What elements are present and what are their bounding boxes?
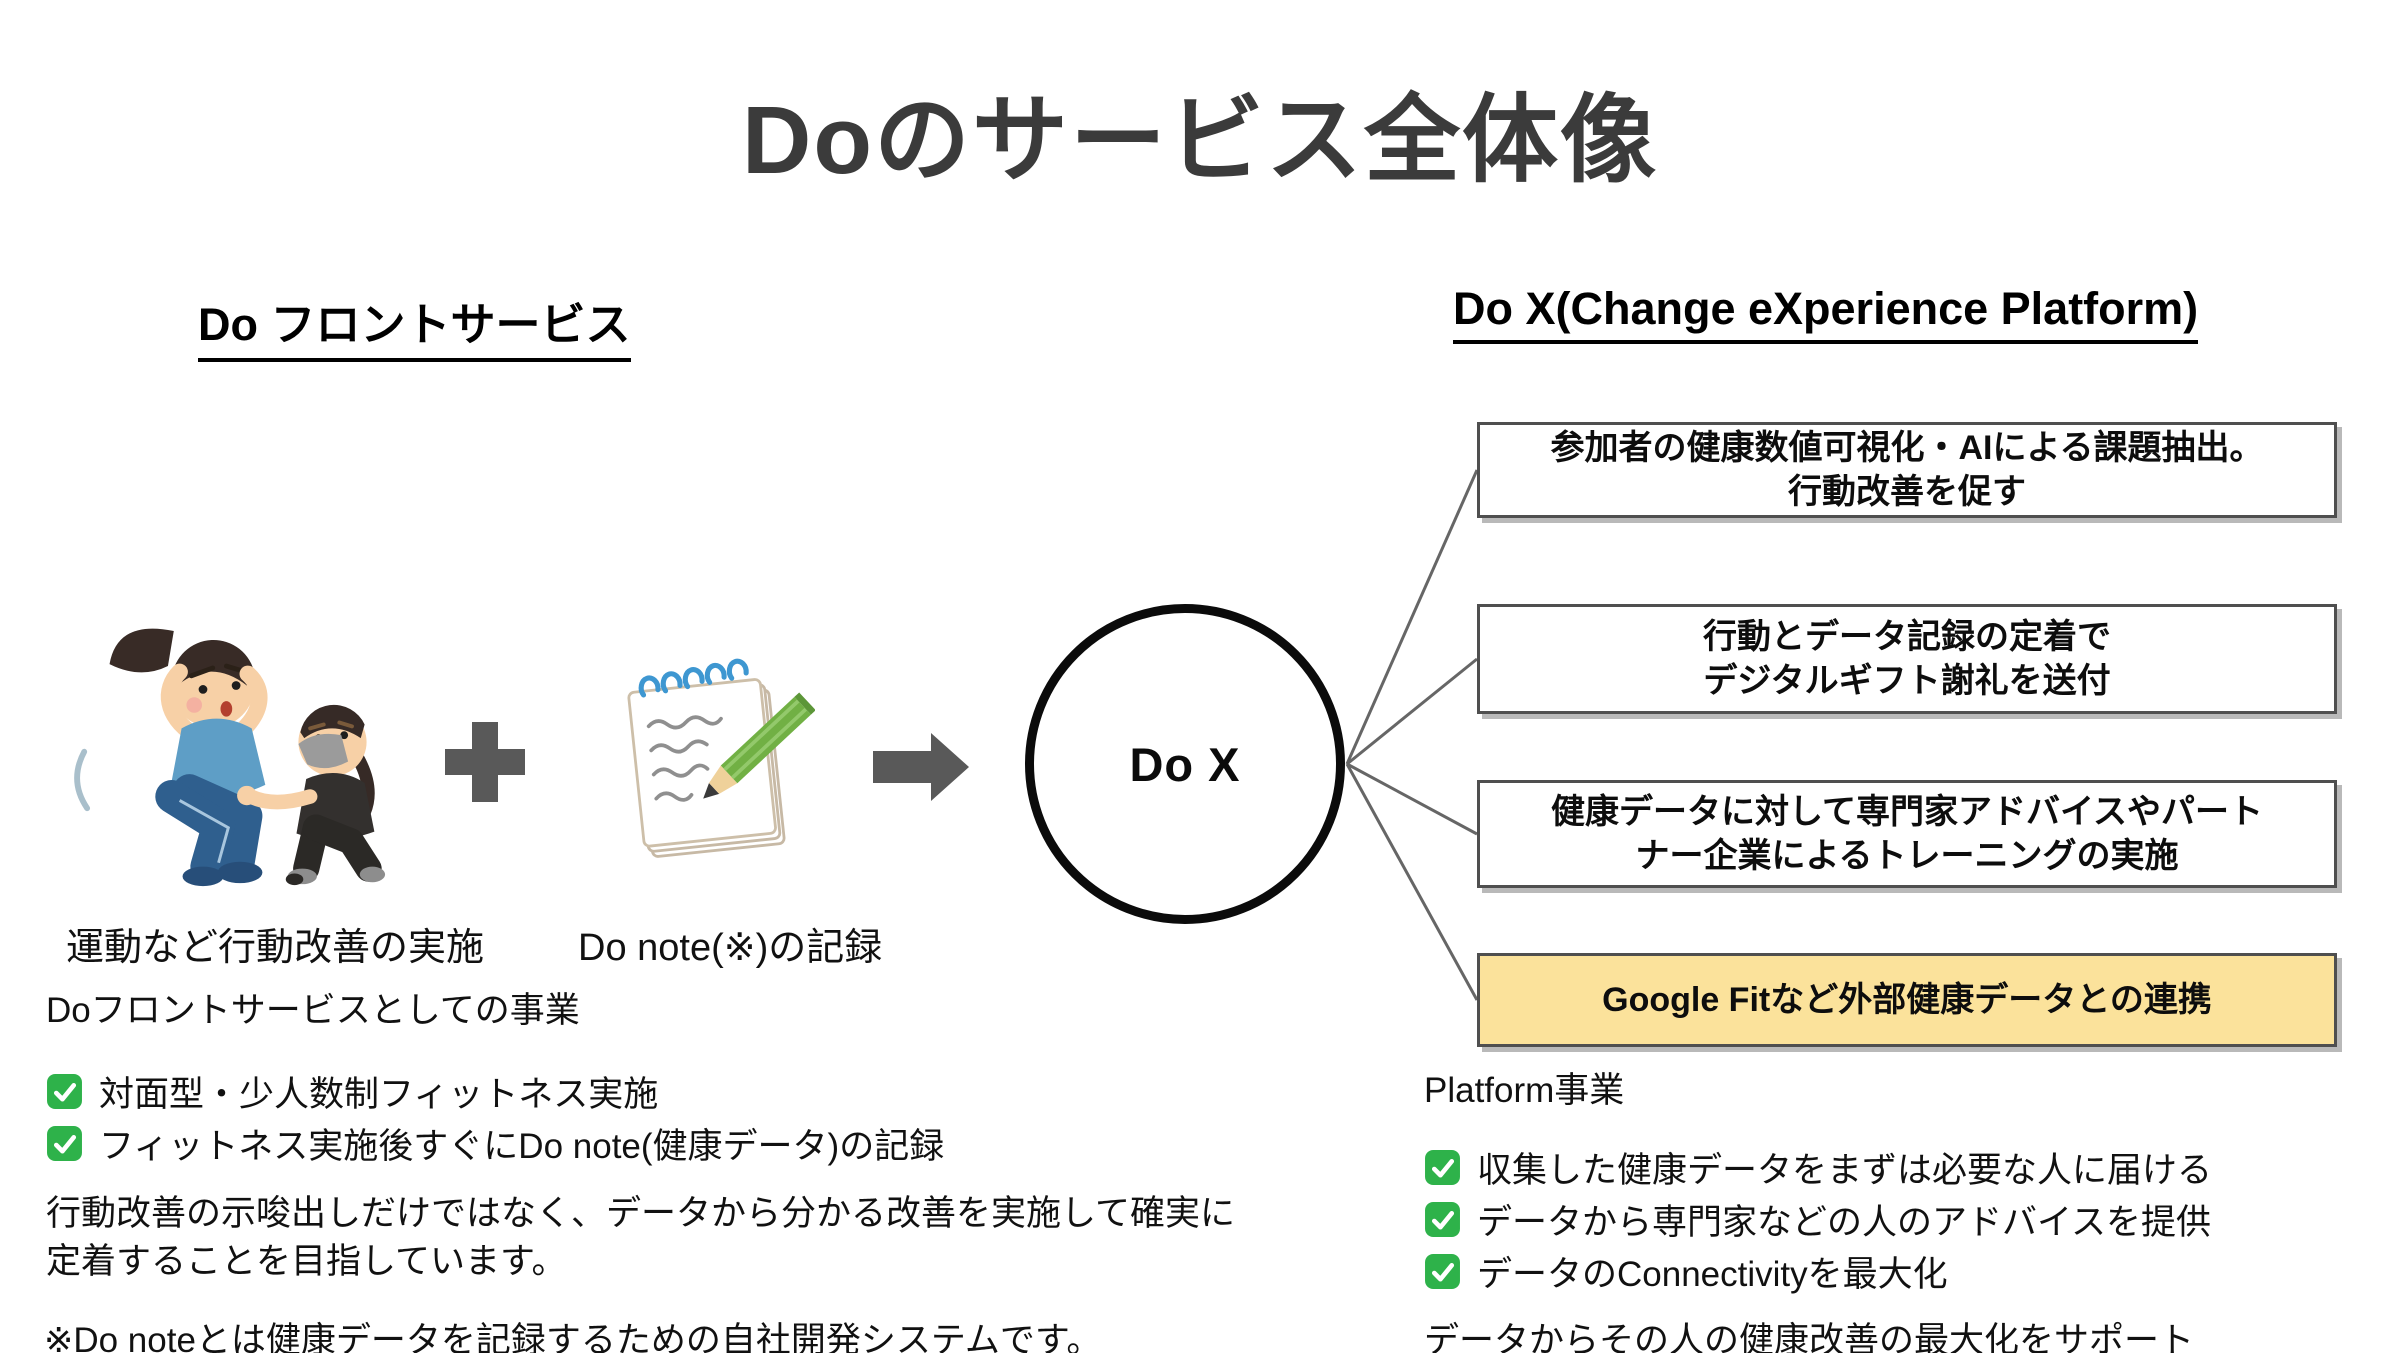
check-icon [47,1073,82,1109]
checklist-item-label: データから専門家などの人のアドバイスを提供 [1477,1202,2211,1242]
do-x-hub-label: Do X [1129,737,1241,791]
plus-icon [445,722,525,802]
do-note-footnote: ※Do noteとは健康データを記録するための自社開発システムです。 [44,1321,1102,1353]
check-icon [1425,1201,1460,1237]
right-column-heading: Do X(Change eXperience Platform) [1453,283,2199,344]
page-title: Doのサービス全体像 [742,87,1658,194]
checklist-item-label: データのConnectivityを最大化 [1477,1254,1948,1294]
do-x-hub-circle: Do X [1025,604,1345,924]
service-box-line: ナー企業によるトレーニングの実施 [1635,837,2179,875]
left-column-heading: Do フロントサービス [198,288,631,362]
checklist-item: フィットネス実施後すぐにDo note(健康データ)の記録 [46,1120,944,1166]
service-box-google-fit: Google Fitなど外部健康データとの連携 [1477,953,2337,1047]
left-paragraph: 行動改善の示唆出しだけではなく、データから分かる改善を実施して確実に定着すること… [46,1194,1235,1281]
checklist-item: 収集した健康データをまずは必要な人に届ける [1424,1144,2212,1190]
check-icon [1425,1149,1460,1185]
checklist-item: 対面型・少人数制フィットネス実施 [46,1068,944,1114]
left-business-label: Doフロントサービスとしての事業 [46,991,580,1030]
do-note-caption: Do note(※)の記録 [578,927,883,969]
checklist-item-label: 対面型・少人数制フィットネス実施 [99,1074,659,1114]
left-checklist: 対面型・少人数制フィットネス実施 フィットネス実施後すぐにDo note(健康デ… [46,1068,944,1166]
checklist-item-label: フィットネス実施後すぐにDo note(健康データ)の記録 [99,1126,945,1166]
service-box-visualization: 参加者の健康数値可視化・AIによる課題抽出。 行動改善を促す [1477,422,2337,518]
right-checklist: 収集した健康データをまずは必要な人に届ける データから専門家などの人のアドバイス… [1424,1144,2212,1294]
exercise-people-illustration [74,628,386,887]
right-footer-text: データからその人の健康改善の最大化をサポート [1424,1321,2195,1353]
arrow-right-icon [873,733,969,801]
checklist-item-label: 収集した健康データをまずは必要な人に届ける [1477,1150,2213,1190]
check-icon [1425,1253,1460,1289]
service-box-line: 健康データに対して専門家アドバイスやパート [1551,793,2263,831]
service-box-line: デジタルギフト謝礼を送付 [1703,662,2111,700]
check-icon [47,1125,82,1161]
service-box-gift: 行動とデータ記録の定着で デジタルギフト謝礼を送付 [1477,604,2337,714]
service-box-line: 行動改善を促す [1788,473,2026,511]
exercise-caption: 運動など行動改善の実施 [66,927,485,969]
left-column-heading-wrap: Do フロントサービス [198,288,631,362]
service-box-advice: 健康データに対して専門家アドバイスやパート ナー企業によるトレーニングの実施 [1477,780,2337,888]
right-column-heading-wrap: Do X(Change eXperience Platform) [1453,283,2199,344]
checklist-item: データのConnectivityを最大化 [1424,1248,2212,1294]
service-box-line: 参加者の健康数値可視化・AIによる課題抽出。 [1550,429,2264,467]
checklist-item: データから専門家などの人のアドバイスを提供 [1424,1196,2212,1242]
right-business-label: Platform事業 [1424,1071,1625,1110]
service-box-line: 行動とデータ記録の定着で [1703,618,2111,656]
service-box-line: Google Fitなど外部健康データとの連携 [1602,981,2212,1019]
do-note-notepad-illustration [627,658,815,858]
